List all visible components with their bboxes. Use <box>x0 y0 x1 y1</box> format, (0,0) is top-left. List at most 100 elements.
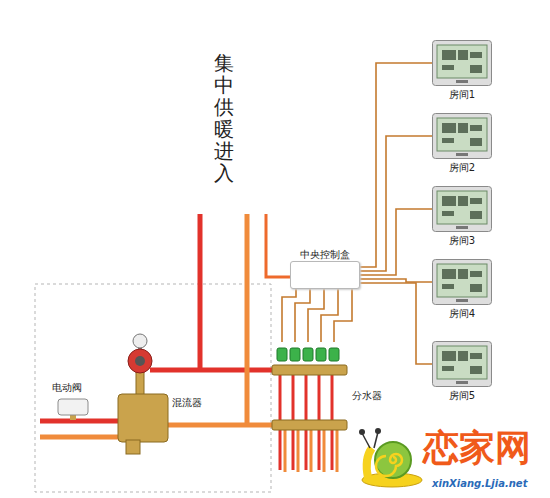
manifold-outlet <box>310 430 313 472</box>
room-thermostat: 房间2 <box>432 113 492 174</box>
control-wire <box>360 279 432 282</box>
watermark-url: xinXiang.Ljia.net <box>432 478 527 490</box>
control-wire <box>282 289 296 342</box>
control-wire <box>360 283 432 364</box>
valve-actuator <box>277 348 339 361</box>
return-pipe <box>40 435 118 440</box>
display-segment <box>442 269 456 279</box>
thermostat-screen <box>437 346 487 379</box>
room-label: 房间5 <box>432 390 492 402</box>
control-box: 中央控制盒 <box>290 249 360 289</box>
control-wire <box>334 289 352 342</box>
valve-actuator <box>303 348 313 361</box>
thermostat-frame <box>433 342 492 387</box>
thermostat-screen <box>437 191 487 224</box>
supply-pipe <box>150 368 274 373</box>
supply-pipe <box>40 419 118 424</box>
supply-pipe <box>40 214 274 421</box>
logo-snail <box>362 433 370 448</box>
vertical-title: 集中供暖进入 <box>214 52 234 184</box>
room-thermostat: 房间4 <box>432 259 492 320</box>
display-segment <box>442 211 454 216</box>
display-segment <box>442 284 454 289</box>
thermostat-frame <box>433 260 492 305</box>
control-box-body <box>290 261 360 289</box>
region-outline <box>35 284 271 492</box>
power-cable <box>266 214 290 277</box>
display-segment <box>470 138 482 146</box>
valve-actuator <box>290 348 300 361</box>
display-segment <box>458 123 468 133</box>
logo-snail <box>359 428 422 487</box>
pump <box>136 372 144 396</box>
manifold-outlet <box>297 430 300 472</box>
display-segment <box>442 50 456 60</box>
display-segment <box>470 366 482 374</box>
logo-snail <box>374 432 378 448</box>
valve-actuator <box>277 348 287 361</box>
return-pipe <box>168 423 274 428</box>
thermostat-frame <box>433 114 492 159</box>
display-segment <box>470 125 482 131</box>
room-label: 房间4 <box>432 308 492 320</box>
display-segment <box>470 52 482 58</box>
valve-actuator <box>329 348 339 361</box>
electric-valve <box>58 399 88 415</box>
pump <box>128 334 152 396</box>
thermostat-panel <box>432 186 492 232</box>
control-wire <box>321 289 338 342</box>
pump <box>133 334 147 348</box>
manifold-outlet <box>323 430 326 472</box>
thermostat-frame <box>433 41 492 86</box>
thermostat-panel <box>432 113 492 159</box>
display-segment <box>458 351 468 361</box>
thermostat-screen <box>437 118 487 151</box>
thermostat-frame <box>433 187 492 232</box>
display-segment <box>470 271 482 277</box>
pump <box>128 349 152 373</box>
display-segment <box>442 123 456 133</box>
logo-snail <box>375 428 381 434</box>
thermostat-screen <box>437 264 487 297</box>
power-cable <box>266 214 290 277</box>
room-thermostat: 房间1 <box>432 40 492 101</box>
mixer-body <box>126 440 140 454</box>
thermostat-screen <box>437 45 487 78</box>
pump <box>135 356 145 366</box>
manifold-bar <box>272 420 347 430</box>
electric-valve <box>58 399 88 420</box>
logo-snail <box>375 442 411 478</box>
manifold-bar <box>272 365 347 430</box>
display-segment <box>442 196 456 206</box>
thermostat-panel <box>432 40 492 86</box>
logo-snail <box>359 429 365 435</box>
thermostat-panel <box>432 259 492 305</box>
manifold-outlet <box>284 430 287 472</box>
control-wire <box>360 209 432 275</box>
display-segment <box>442 65 454 70</box>
thermostat-button <box>456 226 468 229</box>
display-segment <box>458 50 468 60</box>
manifold: 分水器 <box>268 342 386 472</box>
display-segment <box>442 351 456 361</box>
display-segment <box>458 269 468 279</box>
logo-snail <box>376 454 402 476</box>
mixer-body <box>118 394 168 442</box>
node-heading: 中央控制盒 <box>290 249 360 261</box>
display-segment <box>470 198 482 204</box>
part-label: 电动阀 <box>52 382 82 394</box>
supply-pipe <box>198 214 203 370</box>
display-segment <box>442 366 454 371</box>
valve-actuator <box>316 348 326 361</box>
region-outline <box>35 284 271 492</box>
thermostat-button <box>456 381 468 384</box>
display-segment <box>470 284 482 292</box>
logo-snail <box>367 448 372 478</box>
part-label: 分水器 <box>352 390 382 402</box>
watermark: 恋家网 <box>423 428 531 468</box>
manifold-outlet <box>336 430 339 472</box>
part-label: 混流器 <box>172 397 202 409</box>
display-segment <box>470 211 482 219</box>
room-thermostat: 房间3 <box>432 186 492 247</box>
display-segment <box>470 353 482 359</box>
